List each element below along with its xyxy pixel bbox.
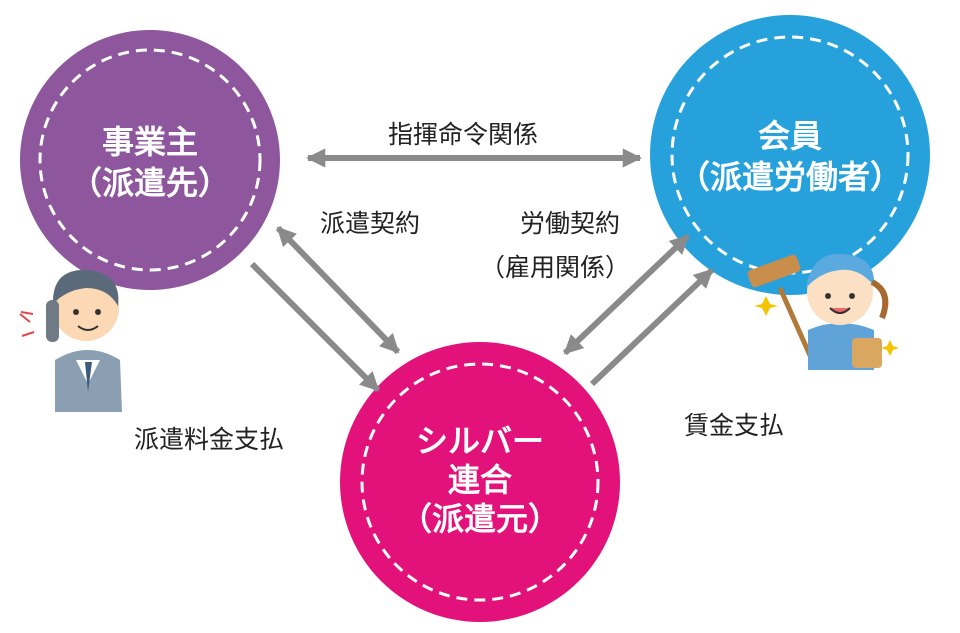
dispatch-contract-label: 派遣契約 xyxy=(320,209,421,238)
businessman-illustration xyxy=(19,269,122,412)
labor-contract-arrow xyxy=(562,233,691,356)
cleaner-illustration xyxy=(747,253,899,370)
wage-arrow xyxy=(589,267,715,387)
dispatch-fee-label: 派遣料金支払 xyxy=(134,425,285,454)
employer-title: 事業主 （派遣先） xyxy=(40,122,260,204)
employer-node xyxy=(20,30,280,290)
dispatch-fee-arrow xyxy=(249,261,381,393)
dispatch-contract-arrow xyxy=(275,225,401,355)
silver-center-node xyxy=(340,342,620,622)
employer-title-line1: 事業主 xyxy=(101,123,198,161)
labor-contract-label: 労働契約 xyxy=(520,209,621,238)
command-relation-label: 指揮命令関係 xyxy=(388,120,539,149)
silver-title: シルバー 連合 （派遣元） xyxy=(370,422,590,539)
silver-title-line2: 連合 xyxy=(447,461,512,500)
member-title-line2: （派遣労働者） xyxy=(677,157,902,196)
silver-title-line1: シルバー xyxy=(415,422,544,460)
employer-title-line2: （派遣先） xyxy=(69,163,230,202)
wage-payment-label: 賃金支払 xyxy=(684,411,785,440)
silver-title-line3: （派遣元） xyxy=(399,500,560,539)
employment-relation-label: （雇用関係） xyxy=(480,253,631,282)
member-title: 会員 （派遣労働者） xyxy=(670,116,910,198)
member-title-line1: 会員 xyxy=(757,117,822,155)
